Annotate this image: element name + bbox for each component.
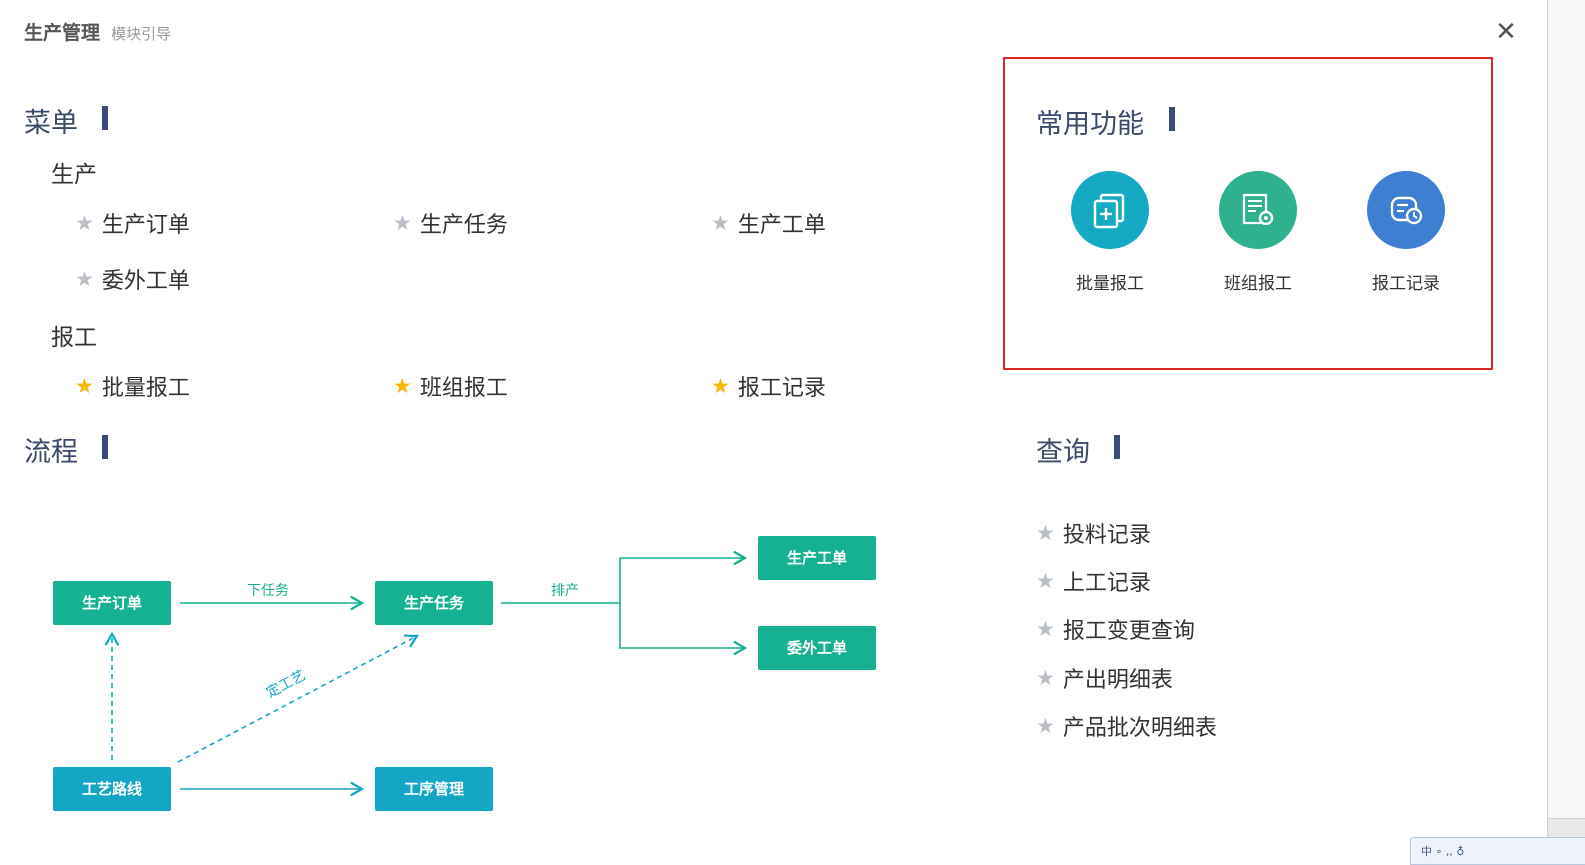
query-item-report-change[interactable]: ★ 报工变更查询 — [1036, 614, 1195, 644]
menu-item-outsource-order[interactable]: ★ 委外工单 — [75, 264, 190, 294]
menu-item-label: 班组报工 — [419, 376, 508, 401]
menu-item-batch-report[interactable]: ★ 批量报工 — [75, 371, 190, 401]
star-icon[interactable]: ★ — [393, 373, 412, 398]
query-item-label: 产品批次明细表 — [1062, 716, 1217, 741]
flow-title-bar — [102, 435, 108, 459]
menu-section-title: 菜单 — [24, 108, 78, 139]
edge-route-to-task — [177, 634, 419, 763]
favorite-label: 班组报工 — [1224, 274, 1292, 294]
favorites-section-title: 常用功能 — [1036, 109, 1144, 140]
star-icon[interactable]: ★ — [75, 373, 94, 398]
menu-item-production-task[interactable]: ★ 生产任务 — [393, 208, 508, 238]
favorite-label: 批量报工 — [1076, 274, 1144, 294]
query-item-label: 投料记录 — [1062, 523, 1151, 548]
query-section-title: 查询 — [1036, 437, 1090, 468]
scrollbar[interactable] — [1547, 0, 1585, 863]
favorites-panel — [1003, 57, 1493, 370]
edge-label-schedule: 排产 — [551, 583, 579, 599]
query-title-bar — [1114, 435, 1120, 459]
star-icon[interactable]: ★ — [75, 210, 94, 235]
flow-diagram-connectors: 下任务 排产 定工艺 — [104, 550, 748, 797]
flow-node-production-task[interactable]: 生产任务 — [375, 581, 493, 625]
favorite-label: 报工记录 — [1372, 274, 1440, 294]
menu-item-label: 批量报工 — [101, 376, 190, 401]
menu-item-report-record[interactable]: ★ 报工记录 — [711, 371, 826, 401]
batch-report-icon[interactable] — [1071, 171, 1149, 249]
edge-schedule-to-outsource — [619, 603, 748, 656]
query-item-label: 上工记录 — [1062, 571, 1151, 596]
star-icon[interactable]: ★ — [1036, 714, 1055, 738]
star-icon[interactable]: ★ — [75, 266, 94, 291]
favorite-batch-report[interactable]: 批量报工 — [1050, 171, 1170, 294]
query-item-shift-record[interactable]: ★ 上工记录 — [1036, 566, 1151, 596]
star-icon[interactable]: ★ — [1036, 666, 1055, 690]
page-title: 生产管理 — [24, 22, 101, 44]
menu-item-label: 生产订单 — [101, 213, 190, 238]
ime-toolbar[interactable]: 中 ∘ ,, ♁ — [1410, 837, 1585, 865]
flow-node-process-route[interactable]: 工艺路线 — [53, 767, 171, 811]
menu-item-label: 生产工单 — [737, 213, 826, 238]
flow-node-process-management[interactable]: 工序管理 — [375, 767, 493, 811]
menu-item-label: 报工记录 — [737, 376, 826, 401]
star-icon[interactable]: ★ — [393, 210, 412, 235]
menu-item-label: 生产任务 — [419, 213, 508, 238]
team-report-icon[interactable] — [1219, 171, 1297, 249]
edge-label-issue: 下任务 — [247, 583, 289, 599]
ime-toolbar-label: 中 ∘ ,, ♁ — [1421, 845, 1465, 858]
query-item-label: 产出明细表 — [1062, 668, 1173, 693]
menu-item-label: 委外工单 — [101, 269, 190, 294]
flow-node-production-order[interactable]: 生产订单 — [53, 581, 171, 625]
menu-item-work-order[interactable]: ★ 生产工单 — [711, 208, 826, 238]
query-item-material-record[interactable]: ★ 投料记录 — [1036, 518, 1151, 548]
menu-item-team-report[interactable]: ★ 班组报工 — [393, 371, 508, 401]
flow-node-outsource-order[interactable]: 委外工单 — [758, 626, 876, 670]
favorites-title-bar — [1169, 107, 1175, 131]
menu-item-production-order[interactable]: ★ 生产订单 — [75, 208, 190, 238]
group-title-report: 报工 — [51, 325, 97, 351]
favorite-report-record[interactable]: 报工记录 — [1346, 171, 1466, 294]
group-title-production: 生产 — [51, 162, 97, 188]
modal-header: 生产管理 模块引导 — [24, 18, 171, 48]
star-icon[interactable]: ★ — [711, 373, 730, 398]
flow-section-title: 流程 — [24, 437, 78, 468]
page-subtitle: 模块引导 — [111, 25, 172, 43]
close-icon[interactable]: ✕ — [1495, 17, 1517, 47]
query-item-output-detail[interactable]: ★ 产出明细表 — [1036, 663, 1173, 693]
star-icon[interactable]: ★ — [1036, 569, 1055, 593]
favorite-team-report[interactable]: 班组报工 — [1198, 171, 1318, 294]
report-record-icon[interactable] — [1367, 171, 1445, 249]
query-item-batch-detail[interactable]: ★ 产品批次明细表 — [1036, 711, 1217, 741]
star-icon[interactable]: ★ — [711, 210, 730, 235]
menu-title-bar — [102, 106, 108, 130]
edge-schedule-to-workorder — [619, 550, 748, 603]
edge-label-craft: 定工艺 — [264, 668, 309, 702]
star-icon[interactable]: ★ — [1036, 521, 1055, 545]
flow-node-work-order[interactable]: 生产工单 — [758, 536, 876, 580]
star-icon[interactable]: ★ — [1036, 617, 1055, 641]
scrollbar-thumb[interactable] — [1548, 0, 1585, 819]
query-item-label: 报工变更查询 — [1062, 619, 1195, 644]
